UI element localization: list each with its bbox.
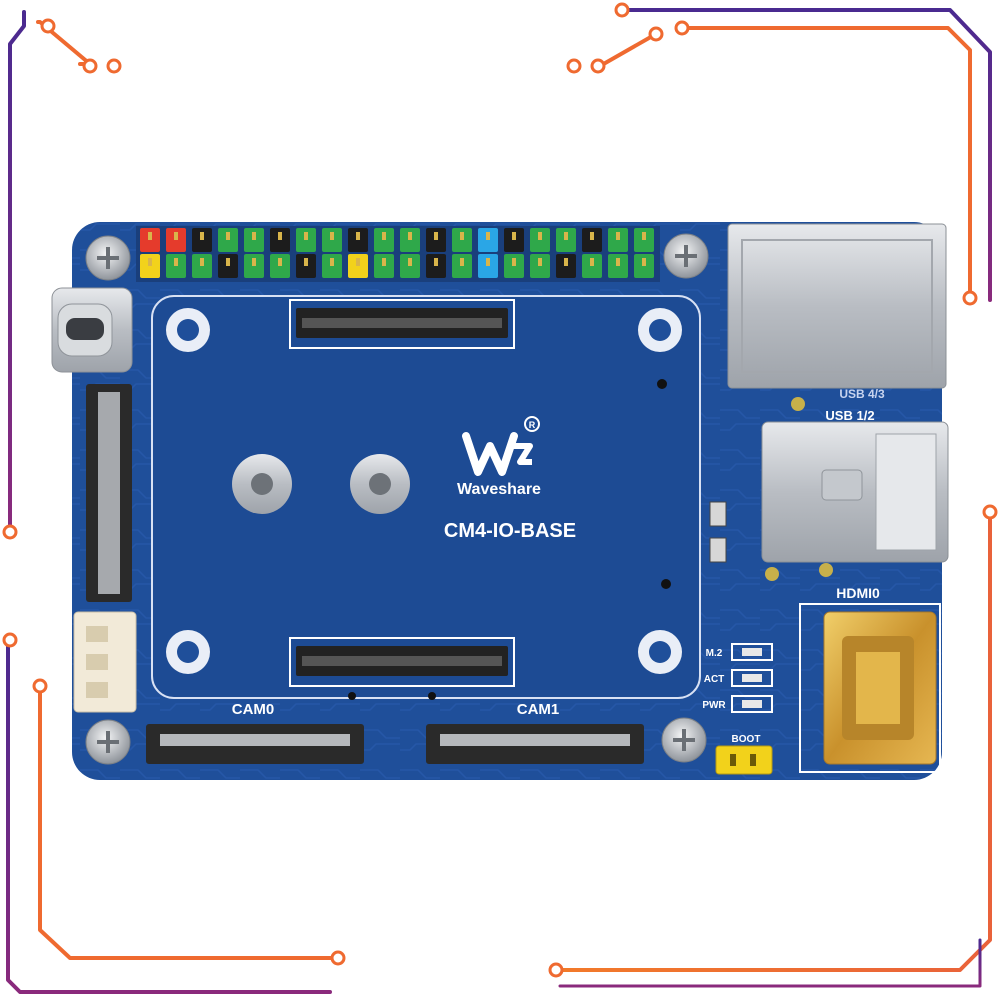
gpio-pin-tip <box>408 232 412 240</box>
display-fpc-connector <box>86 384 132 602</box>
gpio-pin-tip <box>356 232 360 240</box>
hdmi-port <box>799 603 941 773</box>
screw-icon <box>85 719 131 765</box>
pwr-led-label: PWR <box>702 700 726 711</box>
gpio-pin-tip <box>564 258 568 266</box>
gpio-pin-tip <box>616 258 620 266</box>
gpio-pin-tip <box>200 232 204 240</box>
gpio-pin-tip <box>408 258 412 266</box>
cm4-module-outline <box>151 295 701 699</box>
gpio-pin-tip <box>590 258 594 266</box>
cam1-label: CAM1 <box>517 701 560 718</box>
usb-top-label: USB 4/3 <box>839 387 885 401</box>
circuit-frame <box>6 8 992 994</box>
gpio-pin-tip <box>434 232 438 240</box>
gpio-pin-tip <box>460 258 464 266</box>
brand-label: Waveshare <box>457 481 541 498</box>
boot-jumper <box>715 745 773 775</box>
frame-nodes <box>2 2 998 978</box>
gpio-pin-tip <box>252 258 256 266</box>
gpio-pin-tip <box>356 258 360 266</box>
gpio-pin-tip <box>512 232 516 240</box>
gpio-pin-tip <box>486 232 490 240</box>
gpio-pin-tip <box>382 232 386 240</box>
gpio-pin-tip <box>616 232 620 240</box>
gpio-pin-tip <box>278 258 282 266</box>
mounting-holes <box>166 308 682 674</box>
smd-components <box>348 379 833 700</box>
usb-a-port <box>761 421 949 563</box>
usb-c-port <box>51 287 133 373</box>
screw-icon <box>85 235 131 281</box>
boot-label: BOOT <box>732 734 761 745</box>
standoffs <box>232 454 410 514</box>
gpio-pin-tip <box>226 258 230 266</box>
gpio-pin-tip <box>486 258 490 266</box>
gpio-pin-tip <box>174 258 178 266</box>
registered-mark-icon: R <box>524 416 540 432</box>
gpio-pin-tip <box>512 258 516 266</box>
gpio-pin-tip <box>148 232 152 240</box>
m2-led-label: M.2 <box>706 648 723 659</box>
gpio-pin-tip <box>226 232 230 240</box>
gpio-pin-tip <box>200 258 204 266</box>
gpio-pin-tip <box>642 232 646 240</box>
gpio-pin-tip <box>304 232 308 240</box>
gpio-pin-tip <box>382 258 386 266</box>
gpio-pin-tip <box>434 258 438 266</box>
gpio-pin-tip <box>278 232 282 240</box>
usb-label: USB 1/2 <box>825 408 874 423</box>
gpio-pin-tip <box>174 232 178 240</box>
gpio-pin-tip <box>330 258 334 266</box>
act-led-label: ACT <box>704 674 725 685</box>
cm4-connector-top <box>289 299 515 349</box>
cm4-connector-bottom <box>289 637 515 687</box>
model-label: CM4-IO-BASE <box>444 520 576 542</box>
screw-icon <box>663 233 709 279</box>
gpio-header <box>136 226 660 282</box>
gpio-pin-tip <box>252 232 256 240</box>
status-leds <box>731 643 773 713</box>
corner-screws <box>85 233 709 765</box>
svg-text:R: R <box>529 420 536 430</box>
gpio-pin-tip <box>330 232 334 240</box>
cam0-connector <box>146 724 364 764</box>
gpio-pin-tip <box>642 258 646 266</box>
gpio-pin-tip <box>148 258 152 266</box>
gpio-pin-tip <box>460 232 464 240</box>
ethernet-port <box>727 223 947 389</box>
hdmi0-label: HDMI0 <box>836 585 880 601</box>
gpio-header-base <box>136 226 660 282</box>
gpio-pin-tip <box>590 232 594 240</box>
gpio-pin-tip <box>538 258 542 266</box>
cam1-connector <box>426 724 644 764</box>
waveshare-logo-icon <box>462 432 533 476</box>
screw-icon <box>661 717 707 763</box>
cam0-label: CAM0 <box>232 701 275 718</box>
gpio-pin-tip <box>538 232 542 240</box>
gpio-pin-tip <box>304 258 308 266</box>
gpio-pin-tip <box>564 232 568 240</box>
fan-connector <box>73 611 137 713</box>
